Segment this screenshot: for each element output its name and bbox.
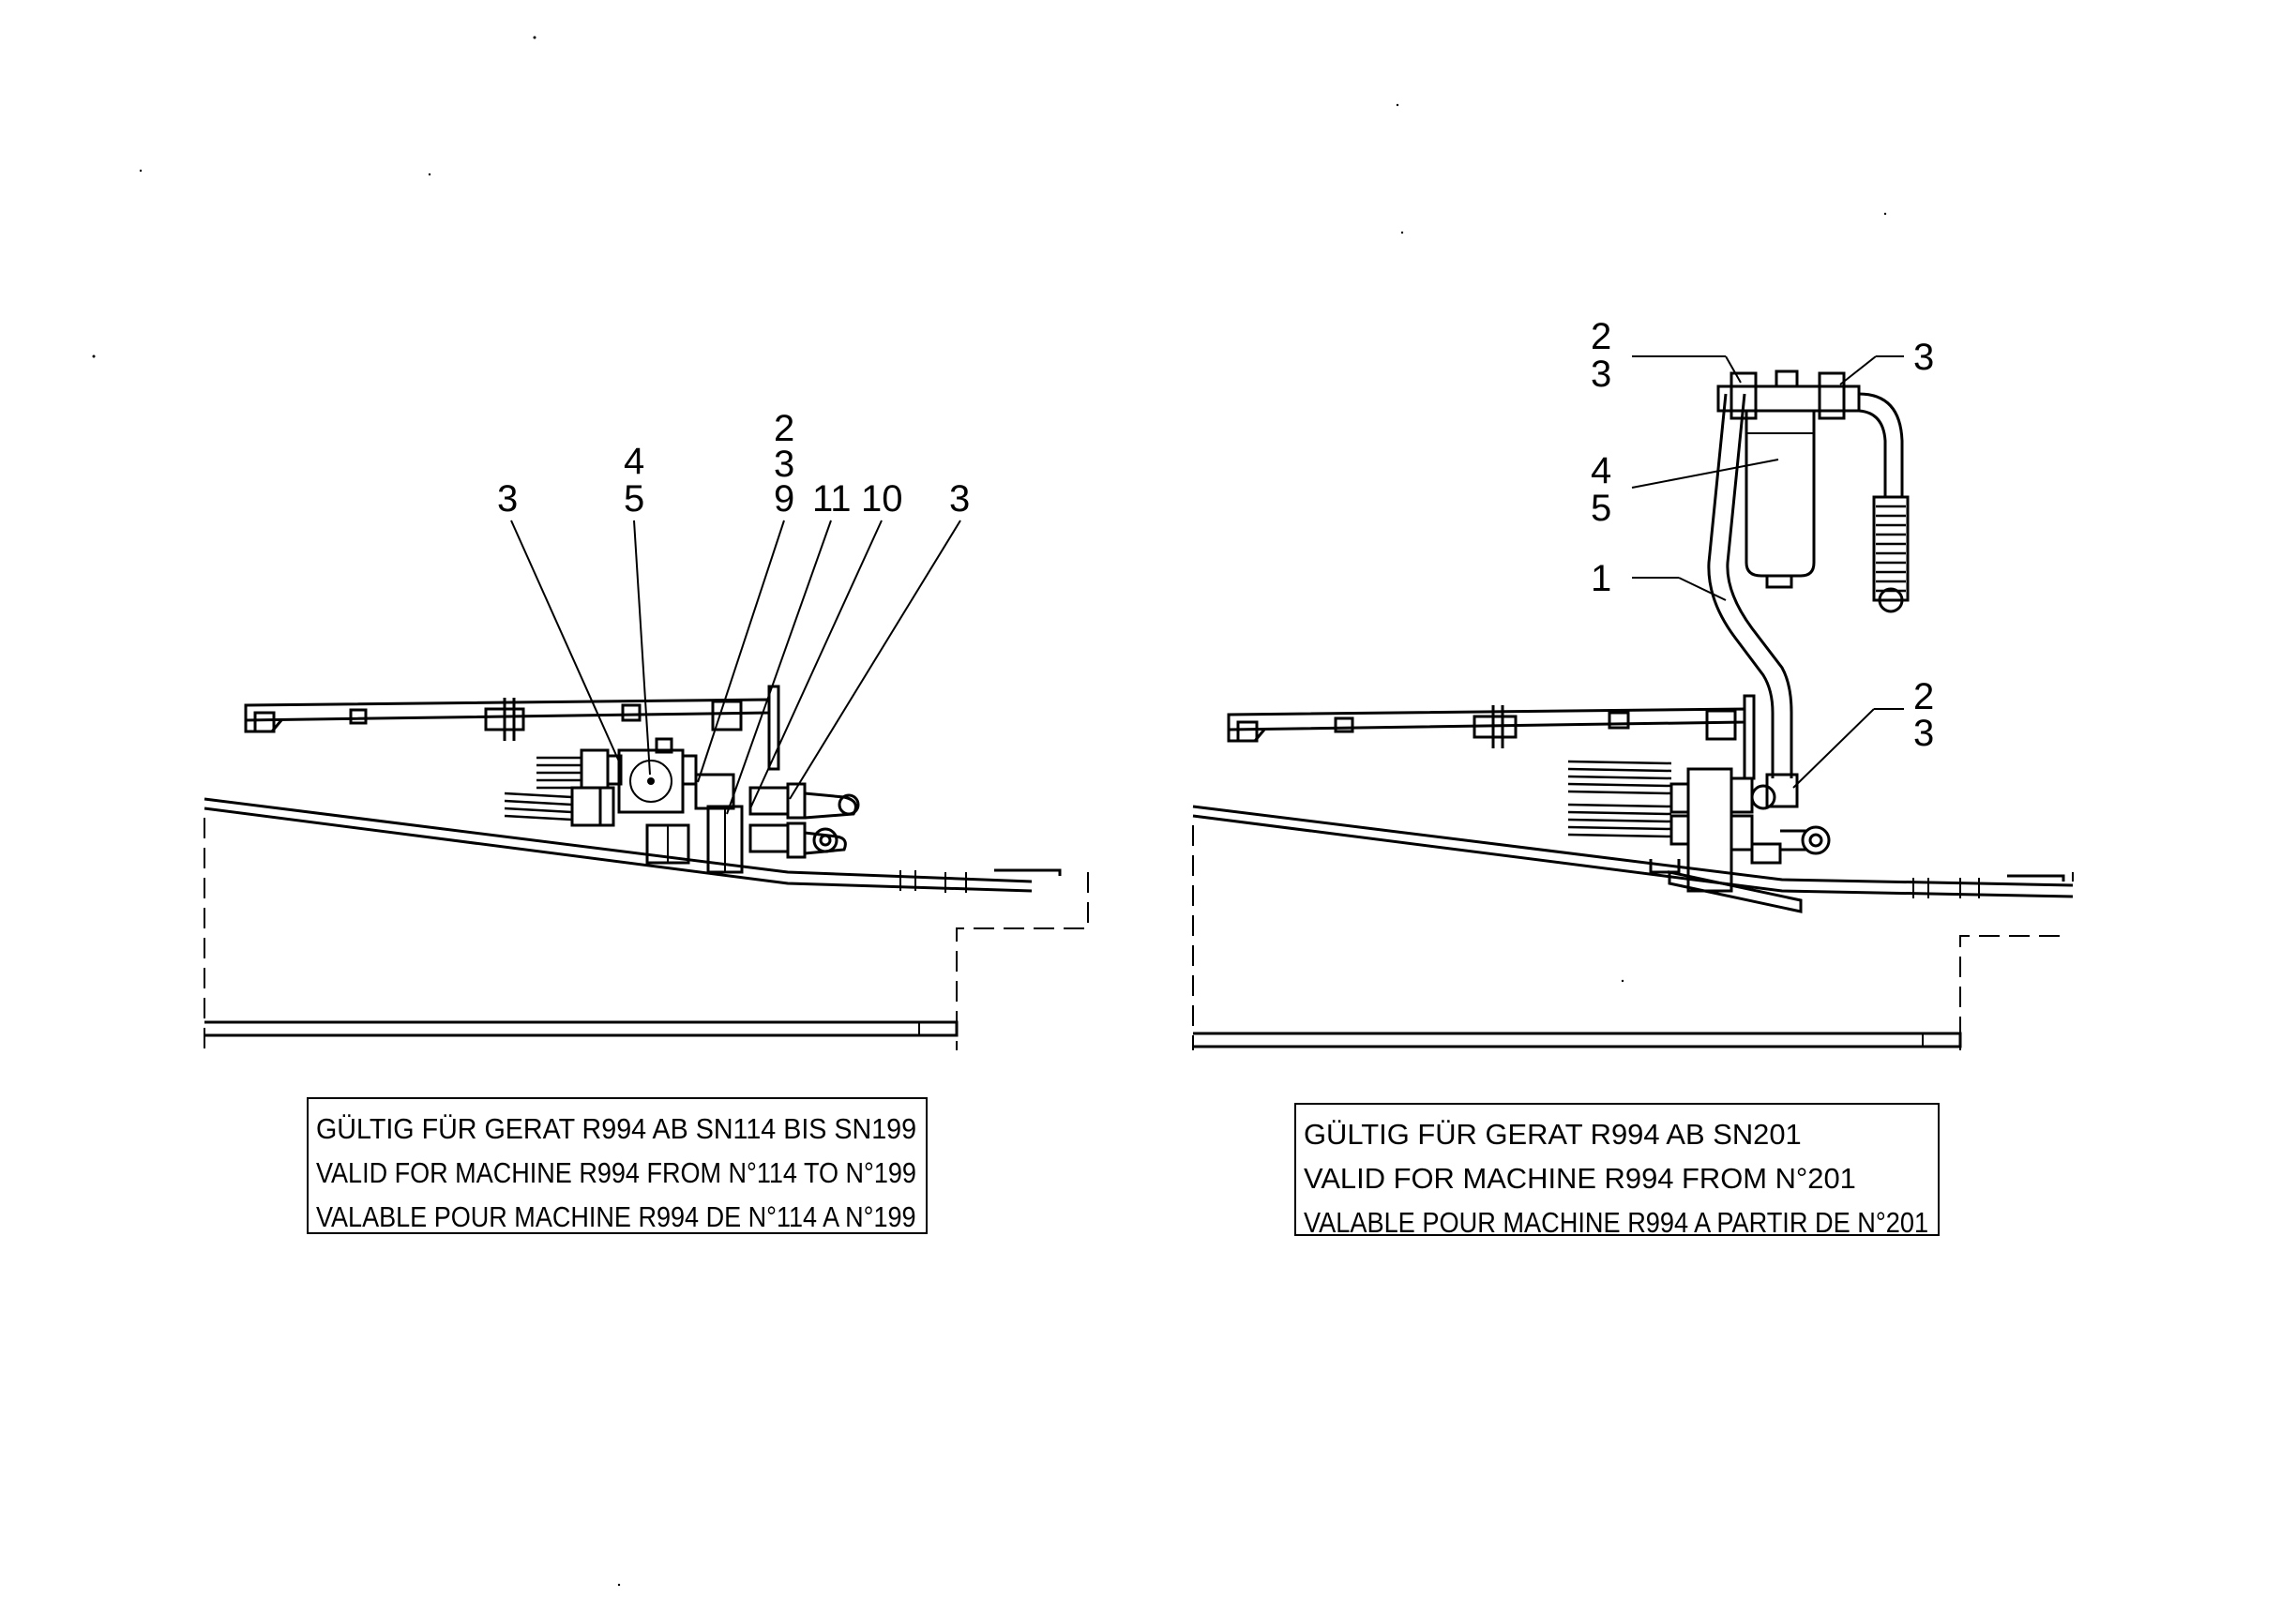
right-filter-assembly <box>1707 369 1910 808</box>
right-callout-5: 5 <box>1591 488 1611 529</box>
scan-specks <box>92 36 1887 1587</box>
right-callout-3b: 3 <box>1913 337 1934 378</box>
right-leader-lines <box>1631 355 1904 789</box>
right-callout-2a: 2 <box>1591 316 1611 357</box>
left-callout-2: 2 <box>774 408 794 449</box>
left-callout-9: 9 <box>774 478 794 520</box>
left-frame-beam <box>244 685 780 771</box>
left-deck-plate <box>204 797 1089 1050</box>
right-callout-2b: 2 <box>1913 676 1934 717</box>
left-callout-10: 10 <box>861 478 903 520</box>
left-callout-5: 5 <box>624 478 644 520</box>
left-callout-3a: 3 <box>497 478 518 520</box>
left-callout-11: 11 <box>812 478 852 520</box>
left-validity-fr: VALABLE POUR MACHINE R994 DE N°114 A N°1… <box>316 1200 916 1233</box>
right-validity-box: GÜLTIG FÜR GERAT R994 AB SN201 VALID FOR… <box>1294 1103 1940 1239</box>
right-assembly-view: 2 3 3 4 5 1 2 3 <box>1192 316 2074 1050</box>
right-valve-stack <box>1649 767 1831 913</box>
left-assembly-view: 3 4 5 2 3 9 11 10 3 <box>204 408 1089 1050</box>
right-validity-en: VALID FOR MACHINE R994 FROM N°201 <box>1304 1162 1856 1195</box>
right-validity-de: GÜLTIG FÜR GERAT R994 AB SN201 <box>1304 1118 1802 1151</box>
left-validity-de: GÜLTIG FÜR GERAT R994 AB SN114 BIS SN199 <box>316 1112 917 1145</box>
right-validity-fr: VALABLE POUR MACHINE R994 A PARTIR DE N°… <box>1304 1206 1929 1239</box>
right-hoses <box>1567 760 1672 838</box>
left-hoses <box>504 756 860 855</box>
left-callouts: 3 4 5 2 3 9 11 10 3 <box>497 408 970 520</box>
right-callout-1: 1 <box>1591 558 1611 599</box>
right-frame-beam <box>1227 694 1756 780</box>
right-callouts: 2 3 3 4 5 1 2 3 <box>1591 316 1934 754</box>
left-valve-block <box>570 737 807 874</box>
right-callout-4: 4 <box>1591 450 1611 491</box>
left-callout-3c: 3 <box>949 478 970 520</box>
left-leader-lines <box>510 520 961 815</box>
left-validity-en: VALID FOR MACHINE R994 FROM N°114 TO N°1… <box>316 1156 916 1189</box>
right-callout-3c: 3 <box>1913 713 1934 754</box>
right-deck-plate <box>1192 805 2074 1050</box>
left-callout-4: 4 <box>624 441 644 482</box>
left-validity-box: GÜLTIG FÜR GERAT R994 AB SN114 BIS SN199… <box>307 1097 928 1234</box>
left-callout-3b: 3 <box>774 444 794 485</box>
right-callout-3a: 3 <box>1591 354 1611 395</box>
